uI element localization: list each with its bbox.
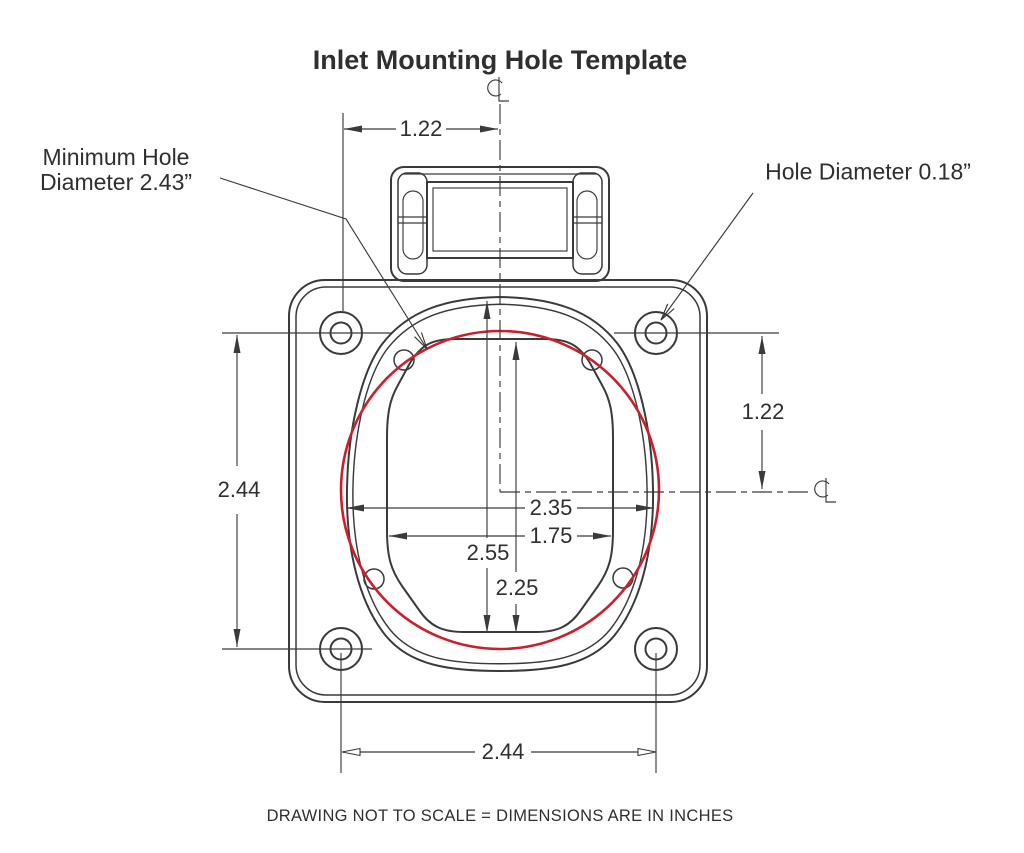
connector-body-outline xyxy=(363,338,634,633)
dim-top-offset: 1.22 xyxy=(396,116,446,142)
pin-hole-top-left xyxy=(393,349,415,371)
leader-min-hole xyxy=(219,177,428,350)
callout-min-hole-line1: Minimum Hole xyxy=(42,144,190,170)
dim-inner-width: 1.75 xyxy=(526,523,576,549)
dim-bottom-spacing: 2.44 xyxy=(478,739,528,765)
dim-left-spacing: 2.44 xyxy=(214,477,264,503)
dim-opening-height: 2.55 xyxy=(463,540,513,566)
centerline-symbol-icon-right xyxy=(814,478,836,503)
inlet-opening-outline xyxy=(345,295,655,673)
footer-note: DRAWING NOT TO SCALE = DIMENSIONS ARE IN… xyxy=(266,806,734,825)
centerlines xyxy=(499,104,812,493)
callout-min-hole-diameter: Minimum Hole Diameter 2.43” xyxy=(40,145,192,195)
mounting-plate-outline xyxy=(288,279,708,703)
pin-hole-bottom-right xyxy=(612,567,634,589)
dim-opening-width: 2.35 xyxy=(526,495,576,521)
dimension-arrows xyxy=(233,125,766,757)
dim-right-offset: 1.22 xyxy=(738,399,788,425)
centerline-symbol-icon-top xyxy=(487,77,509,102)
callout-min-hole-line2: Diameter 2.43” xyxy=(39,169,193,195)
dim-inner-height: 2.25 xyxy=(492,575,542,601)
extension-lines xyxy=(222,113,779,773)
leader-hole-diameter xyxy=(660,192,754,321)
pin-hole-top-right xyxy=(581,349,603,371)
callout-hole-diameter: Hole Diameter 0.18” xyxy=(765,158,971,185)
page-title: Inlet Mounting Hole Template xyxy=(312,45,688,76)
